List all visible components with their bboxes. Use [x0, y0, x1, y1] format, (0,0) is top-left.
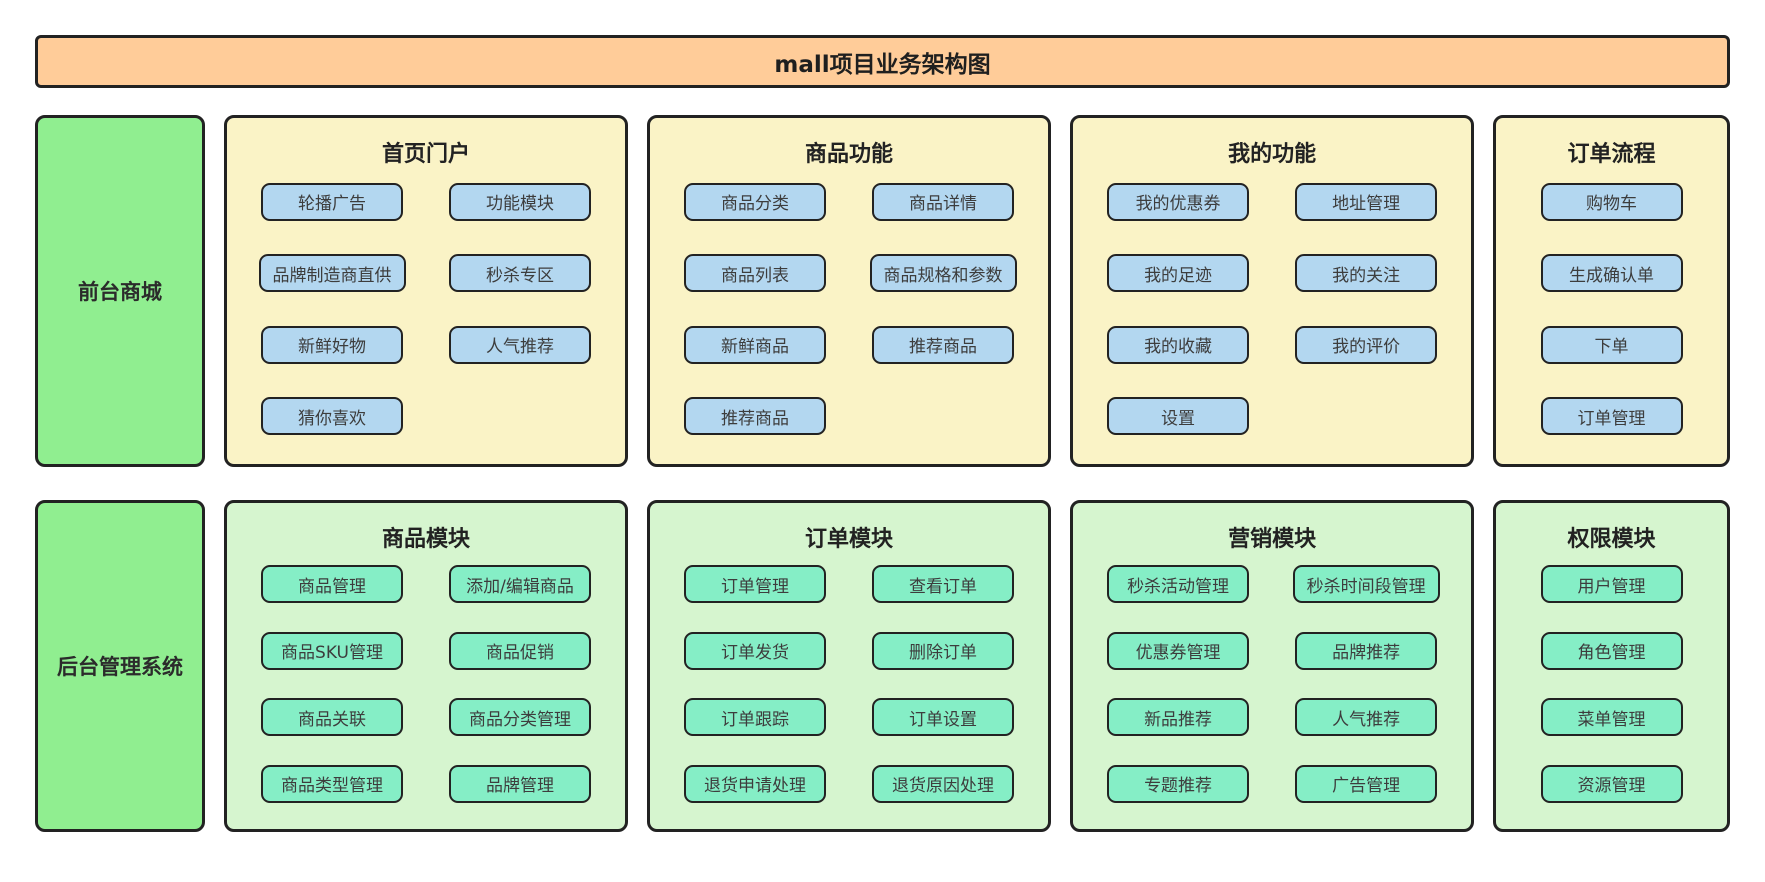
row-sections: 商品模块 商品管理 添加/编辑商品商品SKU管理 商品促销商品关联 商品分类管理商品类… [224, 500, 1731, 832]
node-box: 专题推荐 [1107, 764, 1250, 803]
node-box: 商品详情 [872, 182, 1015, 221]
node-box: 优惠券管理 [1107, 631, 1250, 670]
node-box: 订单管理 [1540, 397, 1683, 436]
node-box: 下单 [1540, 325, 1683, 364]
node-box: 菜单管理 [1540, 698, 1683, 737]
node-box: 商品分类 [684, 182, 827, 221]
node-box: 我的评价 [1295, 325, 1438, 364]
node-box: 功能模块 [449, 182, 592, 221]
node-box: 订单设置 [872, 698, 1015, 737]
node-box: 商品促销 [449, 631, 592, 670]
node-box: 品牌制造商直供 [258, 254, 406, 293]
section-box: 权限模块 用户管理角色管理菜单管理资源管理 [1493, 500, 1731, 832]
row-sections: 首页门户 轮播广告 功能模块品牌制造商直供 秒杀专区新鲜好物 人气推荐猜你喜欢 商品功… [224, 115, 1731, 467]
node-box: 品牌管理 [449, 764, 592, 803]
section-box: 我的功能 我的优惠券 地址管理我的足迹 我的关注我的收藏 我的评价设置 [1070, 115, 1475, 467]
diagram-title-bar: mall项目业务架构图 [35, 35, 1730, 88]
section-node-grid: 商品分类商品详情商品列表商品规格和参数新鲜商品推荐商品推荐商品 [666, 172, 1032, 446]
section-node-grid: 我的优惠券 地址管理我的足迹 我的关注我的收藏 我的评价设置 [1089, 172, 1455, 446]
node-box: 商品分类管理 [449, 698, 592, 737]
section-box: 订单模块 订单管理 查看订单订单发货 删除订单订单跟踪 订单设置退货申请处理 退货原因处… [647, 500, 1052, 832]
node-box: 购物车 [1540, 182, 1683, 221]
node-box: 我的收藏 [1107, 325, 1250, 364]
node-box: 人气推荐 [1295, 698, 1438, 737]
section-title: 首页门户 [382, 142, 471, 167]
row-sidebar-label: 后台管理系统 [57, 655, 183, 679]
node-box: 订单发货 [684, 631, 827, 670]
node-box: 推荐商品 [684, 397, 827, 436]
node-box: 秒杀时间段管理 [1292, 565, 1440, 604]
diagram-title: mall项目业务架构图 [774, 51, 991, 78]
node-box: 添加/编辑商品 [449, 565, 592, 604]
row-sidebar-label: 前台商城 [78, 280, 162, 304]
section-box: 商品功能 商品分类商品详情商品列表商品规格和参数新鲜商品推荐商品推荐商品 [647, 115, 1052, 467]
section-title: 商品模块 [382, 527, 471, 552]
diagram-row-front: 前台商城 首页门户 轮播广告 功能模块品牌制造商直供 秒杀专区新鲜好物 人气推荐猜你喜… [35, 115, 1731, 467]
row-sidebar: 前台商城 [35, 115, 205, 467]
node-box: 新鲜商品 [684, 325, 827, 364]
node-box: 商品列表 [684, 254, 827, 293]
node-box: 地址管理 [1295, 182, 1438, 221]
section-box: 订单流程 购物车生成确认单下单订单管理 [1493, 115, 1731, 467]
section-title: 订单流程 [1567, 142, 1656, 167]
node-box: 删除订单 [872, 631, 1015, 670]
diagram-rows: 前台商城 首页门户 轮播广告功能模块品牌制造商直供秒杀专区新鲜好物人气推荐猜你喜… [35, 115, 1731, 832]
node-box: 新品推荐 [1107, 698, 1250, 737]
section-title: 权限模块 [1567, 527, 1656, 552]
node-box: 轮播广告 [261, 182, 403, 221]
node-box: 我的优惠券 [1107, 182, 1250, 221]
node-box: 用户管理 [1540, 565, 1683, 604]
section-box: 首页门户 轮播广告 功能模块品牌制造商直供 秒杀专区新鲜好物 人气推荐猜你喜欢 [224, 115, 629, 467]
node-box: 推荐商品 [872, 325, 1015, 364]
section-node-grid: 秒杀活动管理 秒杀时间段管理优惠券管理 品牌推荐新品推荐 人气推荐专题推荐 广告管理 [1089, 557, 1455, 811]
row-sidebar: 后台管理系统 [35, 500, 205, 832]
node-box: 退货原因处理 [872, 764, 1015, 803]
section-box: 商品模块 商品管理 添加/编辑商品商品SKU管理 商品促销商品关联 商品分类管理商品类… [224, 500, 629, 832]
section-title: 商品功能 [805, 142, 894, 167]
section-node-grid: 购物车生成确认单下单订单管理 [1512, 172, 1711, 446]
node-box: 设置 [1107, 397, 1250, 436]
section-node-grid: 用户管理角色管理菜单管理资源管理 [1512, 557, 1711, 811]
node-box: 退货申请处理 [684, 764, 827, 803]
node-box: 商品类型管理 [261, 764, 403, 803]
node-box: 品牌推荐 [1295, 631, 1438, 670]
node-box: 商品关联 [261, 698, 403, 737]
node-box: 生成确认单 [1540, 254, 1683, 293]
node-box: 秒杀活动管理 [1107, 565, 1250, 604]
section-title: 我的功能 [1228, 142, 1317, 167]
node-box: 新鲜好物 [261, 325, 403, 364]
node-box: 我的足迹 [1107, 254, 1250, 293]
node-box: 商品管理 [261, 565, 403, 604]
node-box: 广告管理 [1295, 764, 1438, 803]
node-box: 我的关注 [1295, 254, 1438, 293]
node-box: 角色管理 [1540, 631, 1683, 670]
node-box: 查看订单 [872, 565, 1015, 604]
node-box: 订单管理 [684, 565, 827, 604]
node-box: 商品规格和参数 [869, 254, 1017, 293]
node-box: 商品SKU管理 [261, 631, 403, 670]
section-node-grid: 轮播广告 功能模块品牌制造商直供 秒杀专区新鲜好物 人气推荐猜你喜欢 [243, 172, 609, 446]
node-box: 人气推荐 [449, 325, 592, 364]
node-box: 资源管理 [1540, 764, 1683, 803]
diagram-row-back: 后台管理系统 商品模块 商品管理添加/编辑商品商品SKU管理商品促销商品关联商品… [35, 500, 1731, 832]
node-box: 秒杀专区 [449, 254, 592, 293]
section-node-grid: 商品管理 添加/编辑商品商品SKU管理 商品促销商品关联 商品分类管理商品类型管理 品牌… [243, 557, 609, 811]
node-box: 猜你喜欢 [261, 397, 403, 436]
section-node-grid: 订单管理 查看订单订单发货 删除订单订单跟踪 订单设置退货申请处理 退货原因处理 [666, 557, 1032, 811]
section-title: 营销模块 [1228, 527, 1317, 552]
section-title: 订单模块 [805, 527, 894, 552]
node-box: 订单跟踪 [684, 698, 827, 737]
section-box: 营销模块 秒杀活动管理 秒杀时间段管理优惠券管理 品牌推荐新品推荐 人气推荐专题推荐 广… [1070, 500, 1475, 832]
